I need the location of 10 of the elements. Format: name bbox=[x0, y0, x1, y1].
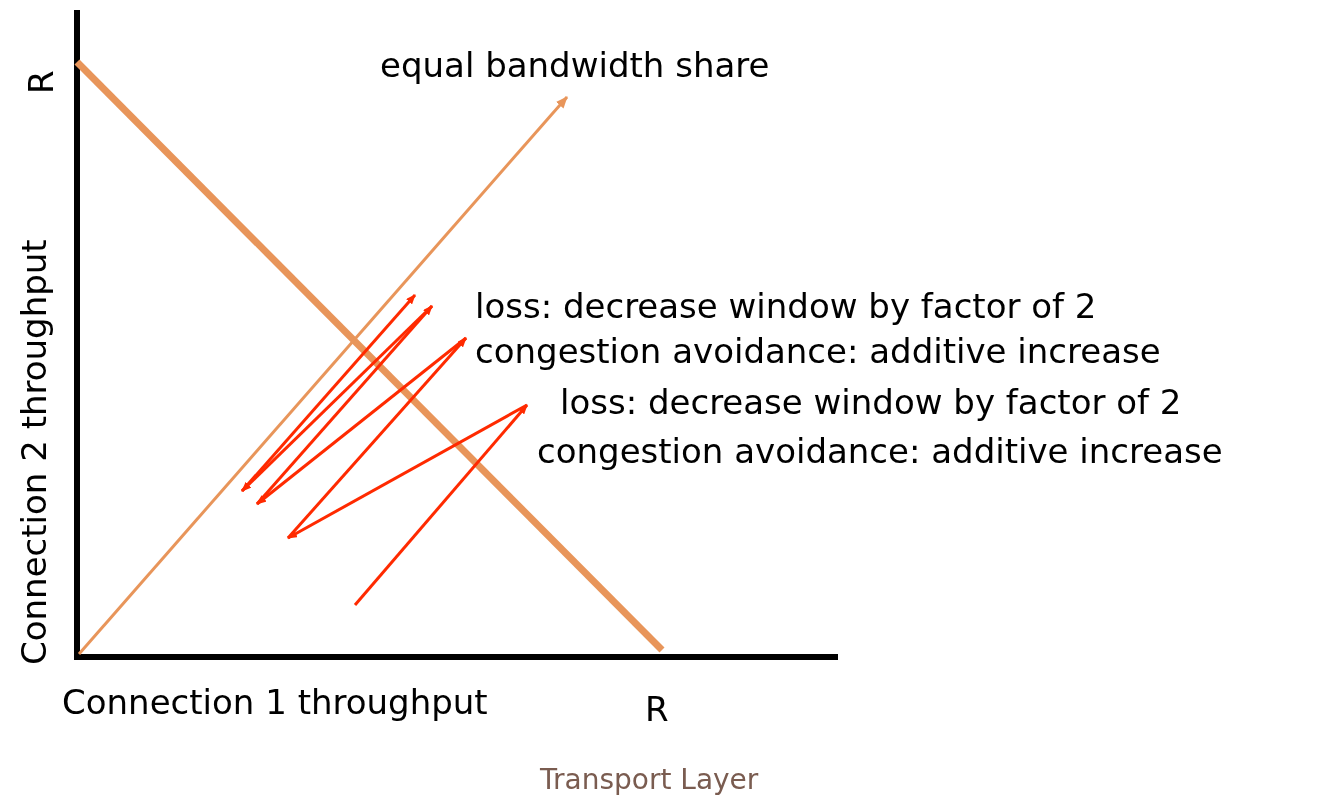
annotation: loss: decrease window by factor of 2 bbox=[475, 287, 1097, 327]
annotation: loss: decrease window by factor of 2 bbox=[560, 383, 1182, 423]
annotation: congestion avoidance: additive increase bbox=[537, 432, 1223, 472]
axis-label: Connection 1 throughput bbox=[62, 683, 488, 723]
axis-tick-label: R bbox=[645, 690, 669, 730]
annotation: equal bandwidth share bbox=[380, 46, 770, 86]
axis-tick-label: R bbox=[22, 70, 62, 94]
axis-label: Connection 2 throughput bbox=[15, 239, 55, 665]
annotation: congestion avoidance: additive increase bbox=[475, 332, 1161, 372]
footer-caption: Transport Layer bbox=[540, 764, 759, 797]
